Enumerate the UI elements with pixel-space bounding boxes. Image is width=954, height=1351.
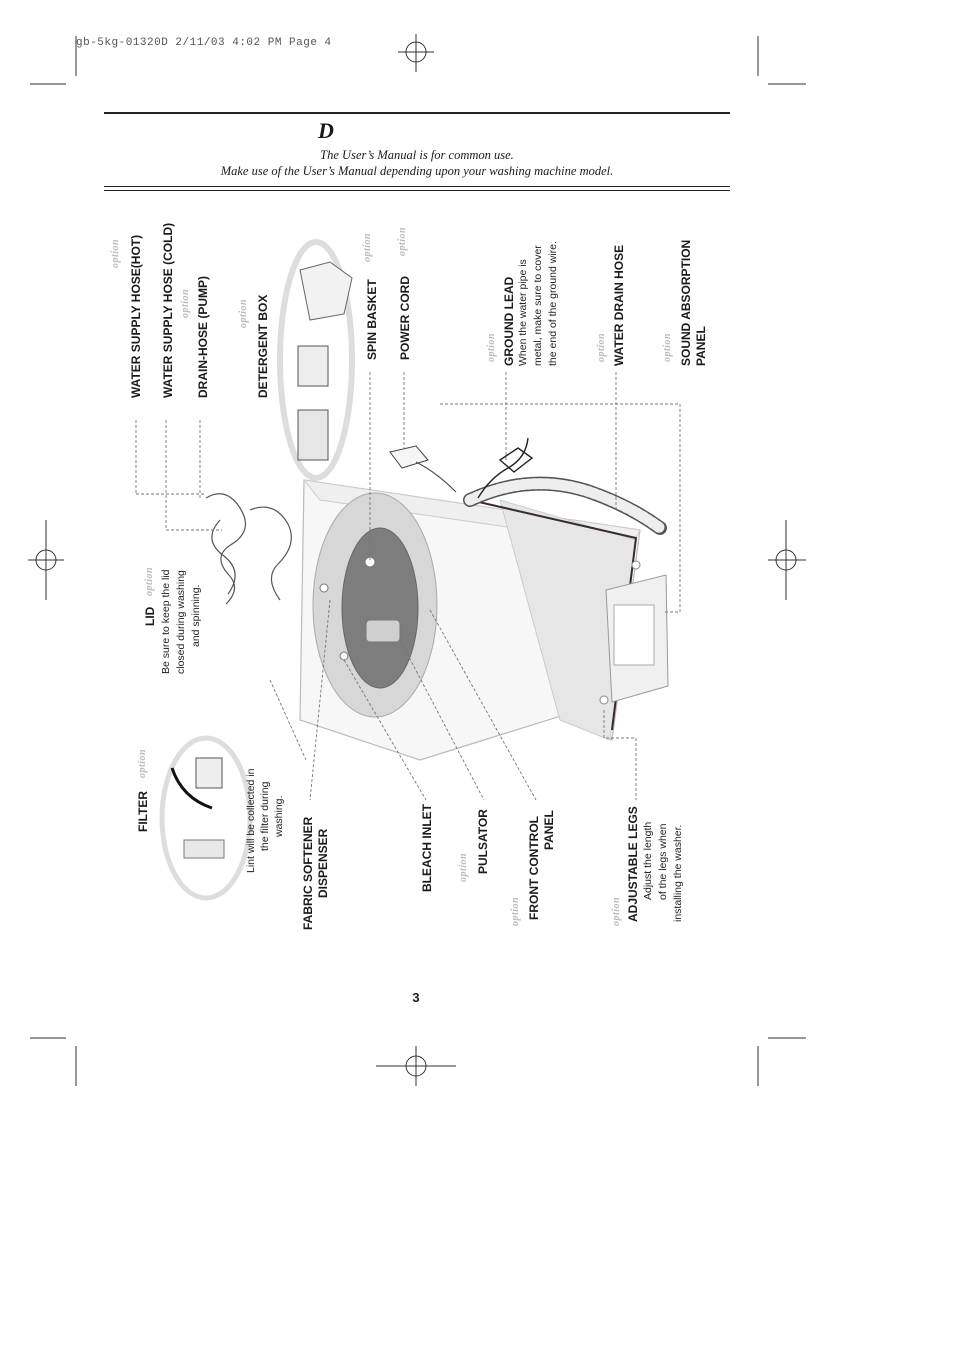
lid-note-2: closed during washing [175,570,187,674]
ground-lead-note-2: metal, make sure to cover [532,245,544,366]
option-tag-filter: option [137,748,148,778]
section-letter: D [318,118,334,143]
ground-lead-note-3: the end of the ground wire. [547,241,559,366]
ground-wire [477,437,534,499]
ground-lead-note-1: When the water pipe is [517,259,529,366]
drain-hose-corrugated [463,476,667,535]
header-rule-bottom-2 [104,190,730,191]
label-pulsator: PULSATOR [476,809,490,874]
power-plug [389,445,457,493]
option-tag-lid: option [144,566,155,596]
option-tag-hot: option [110,238,121,268]
adjustable-legs-note-2: of the legs when [657,823,669,900]
filter-note-2: the filter during [259,781,271,851]
option-tag-pulsator: option [458,852,469,882]
page-number: 3 [412,990,420,1005]
label-water-drain-hose: WATER DRAIN HOSE [612,244,626,366]
subtitle-line-2: Make use of the User’s Manual depending … [220,164,614,178]
option-tag-sound-panel: option [662,332,673,362]
filter-inset [159,735,253,901]
lid-note-1: Be sure to keep the lid [160,569,172,674]
option-tag-drain-hose: option [180,288,191,318]
label-sound-absorption-2: PANEL [694,326,708,366]
header-rule-top [104,112,730,114]
option-tag-legs: option [611,896,622,926]
option-tag-drain: option [596,332,607,362]
detergent-box-inset [277,239,355,481]
adjustable-legs-note-3: installing the washer. [672,824,684,922]
adjustable-legs-note-1: Adjust the length [642,821,654,900]
machine-body [299,479,669,761]
label-water-supply-hose-hot: WATER SUPPLY HOSE(HOT) [129,234,143,398]
supply-hoses [205,493,292,605]
label-spin-basket: SPIN BASKET [365,279,379,360]
option-tag-front-panel: option [510,896,521,926]
label-water-supply-hose-cold: WATER SUPPLY HOSE (COLD) [161,222,175,398]
crop-marks [28,34,806,1086]
option-tag-detergent: option [238,298,249,328]
filter-note-3: washing. [273,795,285,837]
filter-note-1: Lint will be collected in [245,768,257,873]
label-fabric-softener-2: DISPENSER [316,828,330,898]
leader-lines [135,372,681,801]
option-tag-power-cord: option [397,226,408,256]
label-drain-hose-pump: DRAIN-HOSE (PUMP) [196,276,210,398]
print-slug: gb-5kg-01320D 2/11/03 4:02 PM Page 4 [76,37,332,49]
lid-note-3: and spinning. [190,584,202,647]
option-tag-ground-lead: option [486,332,497,362]
label-fabric-softener-1: FABRIC SOFTENER [301,816,315,930]
label-ground-lead: GROUND LEAD [502,276,516,366]
label-bleach-inlet: BLEACH INLET [420,804,434,892]
label-sound-absorption-1: SOUND ABSORPTION [679,239,693,366]
subtitle-line-1: The User’s Manual is for common use. [320,148,514,162]
label-front-control-1: FRONT CONTROL [527,816,541,920]
label-detergent-box: DETERGENT BOX [256,294,270,398]
label-adjustable-legs: ADJUSTABLE LEGS [626,806,640,922]
header-rule-bottom-1 [104,186,730,187]
label-front-control-2: PANEL [542,810,556,850]
label-lid: LID [143,606,157,626]
label-power-cord: POWER CORD [398,276,412,360]
option-tag-spin-basket: option [362,232,373,262]
label-filter: FILTER [136,790,150,832]
